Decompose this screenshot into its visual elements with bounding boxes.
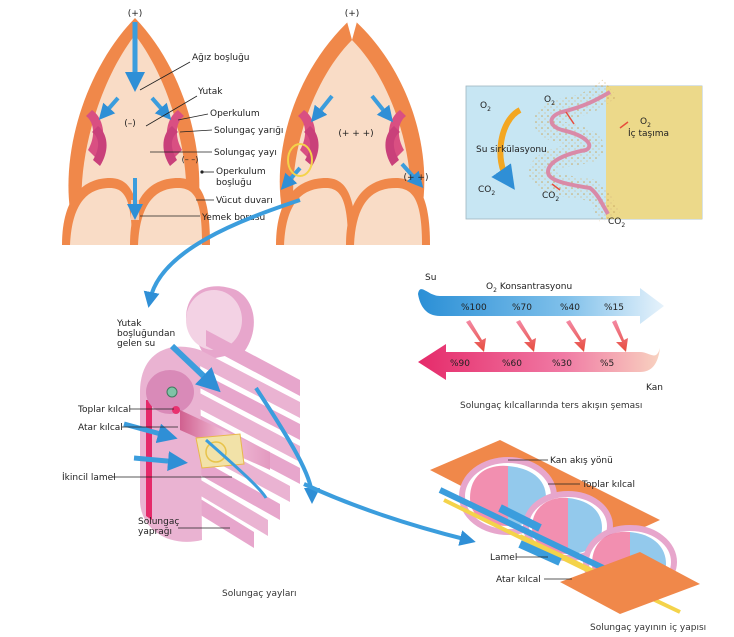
water-circulation-arrow: [491, 107, 522, 190]
pressure-sign-inner-left: (–): [124, 119, 136, 129]
label-gill-arch: Solungaç yayı: [214, 148, 277, 158]
label-afferent-capillary: Atar kılcal: [78, 423, 123, 433]
blood-flow-arrow: [418, 344, 660, 380]
lamella-section-2: [523, 491, 613, 561]
fish-head-right: (+) (+ + +) (+ +): [276, 9, 430, 245]
gills-right-head-left: [298, 110, 319, 166]
gill-arch-illustration: [123, 286, 476, 548]
fish-head-left-labels: Ağız boşluğu Yutak Operkulum Solungaç ya…: [139, 53, 283, 223]
water-value-3: %40: [560, 303, 580, 313]
zoom-arrow-to-gill-arch: [143, 198, 301, 308]
label-water-from-pharynx-2: boşluğundan: [117, 329, 175, 339]
label-gill-filament-2: yaprağı: [138, 527, 172, 537]
label-collecting-capillary: Toplar kılcal: [77, 405, 131, 415]
pressure-sign-top-right: (+): [345, 9, 360, 19]
gill-arch-caption: Solungaç yayları: [222, 589, 297, 599]
internal-structure-caption: Solungaç yayının iç yapısı: [590, 623, 706, 633]
label-gill-filament-1: Solungaç: [138, 517, 179, 527]
pressure-sign-gill-right: (+ +): [404, 173, 429, 183]
label-water-from-pharynx-1: Yutak: [116, 319, 142, 329]
gills-right-head-right: [385, 110, 406, 166]
water-label: Su: [425, 273, 436, 283]
internal-structure-labels: Kan akış yönü Toplar kılcal Lamel Atar k…: [490, 456, 706, 633]
water-value-2: %70: [512, 303, 532, 313]
water-flow-arrow: [418, 288, 664, 324]
countercurrent-caption: Solungaç kılcallarında ters akışın şemas…: [460, 401, 642, 411]
gill-arch-labels: Yutak boşluğundan gelen su Toplar kılcal…: [62, 319, 297, 599]
label-lamella: Lamel: [490, 553, 517, 563]
pressure-sign-gill-left: (– –): [182, 155, 199, 164]
co2-label-left: CO2: [478, 185, 495, 197]
blood-value-4: %5: [600, 359, 614, 369]
blood-label: Kan: [646, 383, 663, 393]
water-value-4: %15: [604, 303, 624, 313]
label-water-from-pharynx-3: gelen su: [117, 339, 155, 349]
water-value-1: %100: [461, 303, 487, 313]
co2-label-right: CO2: [608, 217, 625, 229]
label-secondary-lamella: İkincil lamel: [62, 472, 116, 483]
gills-right-side: [163, 110, 184, 166]
o2-label-right: O2: [640, 117, 651, 129]
pressure-sign-top-left: (+): [128, 9, 143, 19]
label-esophagus: Yemek borusu: [201, 213, 265, 223]
blood-value-1: %90: [450, 359, 470, 369]
label-opercular-cavity-1: Operkulum: [216, 167, 266, 177]
label-gill-slit: Solungaç yarığı: [214, 126, 283, 136]
label-blood-flow-direction: Kan akış yönü: [550, 456, 613, 466]
label-opercular-cavity-2: boşluğu: [216, 178, 252, 188]
label-body-wall: Vücut duvarı: [216, 196, 273, 206]
water-circulation-label: Su sirkülasyonu: [476, 145, 547, 155]
o2-label-left: O2: [480, 101, 491, 113]
water-arrow-pharynx: [169, 343, 221, 393]
label-collecting-capillary-2: Toplar kılcal: [581, 480, 635, 490]
diffusion-arrows: [466, 320, 628, 352]
gas-exchange-panel: O2 CO2 O2 O2 Su sirkülasyonu İç taşıma C…: [465, 79, 703, 229]
fish-head-left: (+) (–) (– –): [62, 9, 210, 245]
label-afferent-capillary-2: Atar kılcal: [496, 575, 541, 585]
label-pharynx: Yutak: [197, 87, 223, 97]
internal-structure-illustration: [430, 440, 700, 614]
zoom-arrow-to-internal: [303, 482, 476, 546]
co2-label-bottom: CO2: [542, 191, 559, 203]
blood-value-3: %30: [552, 359, 572, 369]
blood-value-2: %60: [502, 359, 522, 369]
gills-left-side: [86, 110, 107, 166]
o2-label-top: O2: [544, 95, 555, 107]
mouth-cavity-right: [293, 40, 411, 210]
label-mouth-cavity: Ağız boşluğu: [192, 53, 250, 63]
label-operculum: Operkulum: [210, 109, 260, 119]
internal-transport-label: İç taşıma: [628, 128, 669, 139]
pressure-sign-inner-right: (+ + +): [338, 129, 373, 139]
gill-highlight: [287, 143, 313, 177]
